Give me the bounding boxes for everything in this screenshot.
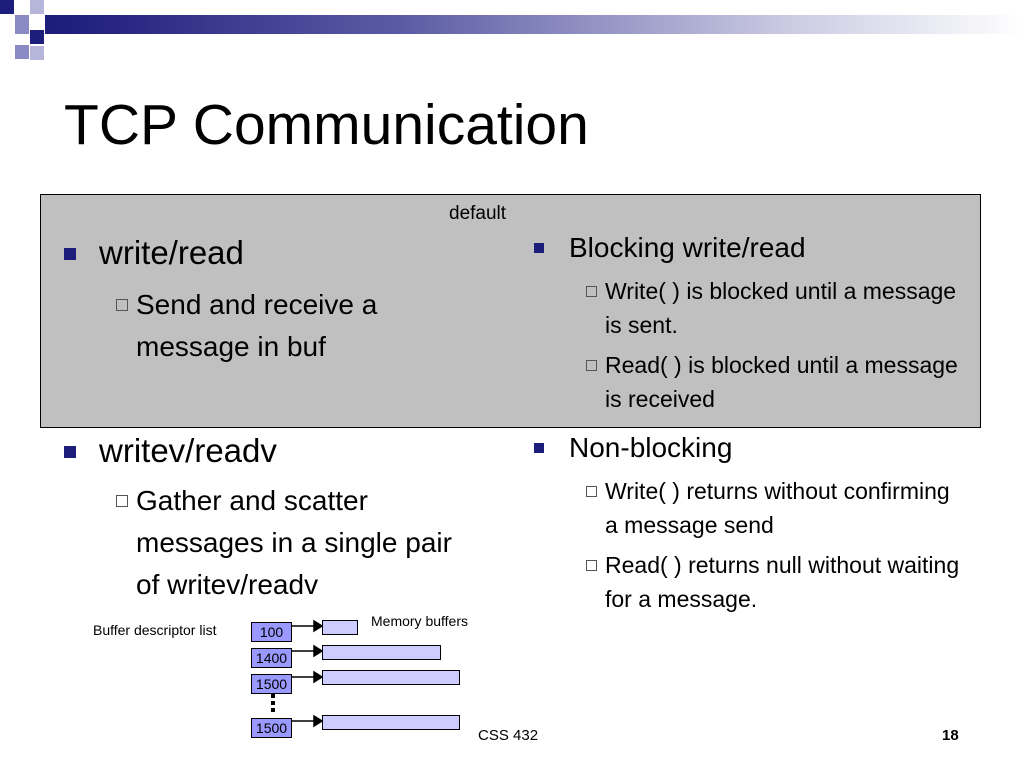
descriptor-cell: 1400 (251, 648, 292, 668)
sub-bullet-text: Write( ) returns without confirming a me… (605, 478, 950, 538)
right-item-blocking: Blocking write/read Write( ) is blocked … (534, 232, 974, 416)
memory-buffers-label: Memory buffers (371, 613, 468, 629)
header-gradient-bar (60, 15, 1024, 34)
sub-bullet-text: Send and receive a message in buf (136, 289, 378, 362)
memory-buffer (322, 670, 460, 685)
bullet-heading: writev/readv (99, 432, 277, 469)
sub-bullet-text: Read( ) returns null without waiting for… (605, 552, 960, 612)
hollow-square-bullet-icon (116, 299, 128, 311)
hollow-square-bullet-icon (586, 486, 597, 497)
bullet-heading: Blocking write/read (569, 232, 806, 263)
left-item-write-read: write/read Send and receive a message in… (64, 234, 464, 368)
bullet-heading: write/read (99, 234, 244, 271)
memory-buffer (322, 620, 358, 635)
sub-bullet-item: Read( ) is blocked until a message is re… (586, 348, 966, 416)
bullet-heading: Non-blocking (569, 432, 733, 463)
left-item-writev-readv: writev/readv Gather and scatter messages… (64, 432, 484, 606)
sub-bullet-item: Write( ) is blocked until a message is s… (586, 274, 966, 342)
sub-bullet-item: Gather and scatter messages in a single … (116, 480, 456, 606)
decor-square (30, 30, 44, 44)
sub-bullet-item: Read( ) returns null without waiting for… (586, 548, 966, 616)
footer-course: CSS 432 (478, 727, 539, 744)
default-highlight-box (40, 194, 981, 428)
bullet-item: write/read (64, 234, 464, 272)
memory-buffer (322, 715, 460, 730)
decor-square (15, 45, 29, 59)
sub-bullet-text: Read( ) is blocked until a message is re… (605, 352, 958, 412)
decor-square (30, 0, 44, 14)
bullet-item: writev/readv (64, 432, 484, 470)
descriptor-cell: 100 (251, 622, 292, 642)
hollow-square-bullet-icon (586, 360, 597, 371)
arrows-icon (292, 619, 324, 728)
decor-square (30, 46, 44, 60)
hollow-square-bullet-icon (586, 560, 597, 571)
page-number: 18 (942, 727, 959, 744)
sub-bullet-text: Gather and scatter messages in a single … (136, 485, 452, 600)
square-bullet-icon (64, 446, 76, 458)
page-title: TCP Communication (64, 93, 589, 157)
descriptor-list-label: Buffer descriptor list (93, 622, 217, 638)
sub-bullet-item: Send and receive a message in buf (116, 284, 436, 368)
right-item-non-blocking: Non-blocking Write( ) returns without co… (534, 432, 974, 616)
square-bullet-icon (64, 248, 76, 260)
decor-square (0, 0, 14, 14)
bullet-item: Blocking write/read (534, 232, 974, 264)
bullet-item: Non-blocking (534, 432, 974, 464)
ellipsis-dots-icon (271, 694, 275, 715)
decor-square (45, 15, 60, 34)
sub-bullet-item: Write( ) returns without confirming a me… (586, 474, 966, 542)
memory-buffer (322, 645, 441, 660)
descriptor-cell: 1500 (251, 718, 292, 738)
square-bullet-icon (534, 243, 544, 253)
default-label: default (449, 203, 507, 224)
hollow-square-bullet-icon (116, 495, 128, 507)
square-bullet-icon (534, 443, 544, 453)
descriptor-cell: 1500 (251, 674, 292, 694)
sub-bullet-text: Write( ) is blocked until a message is s… (605, 278, 957, 338)
hollow-square-bullet-icon (586, 286, 597, 297)
decor-square (15, 15, 29, 34)
